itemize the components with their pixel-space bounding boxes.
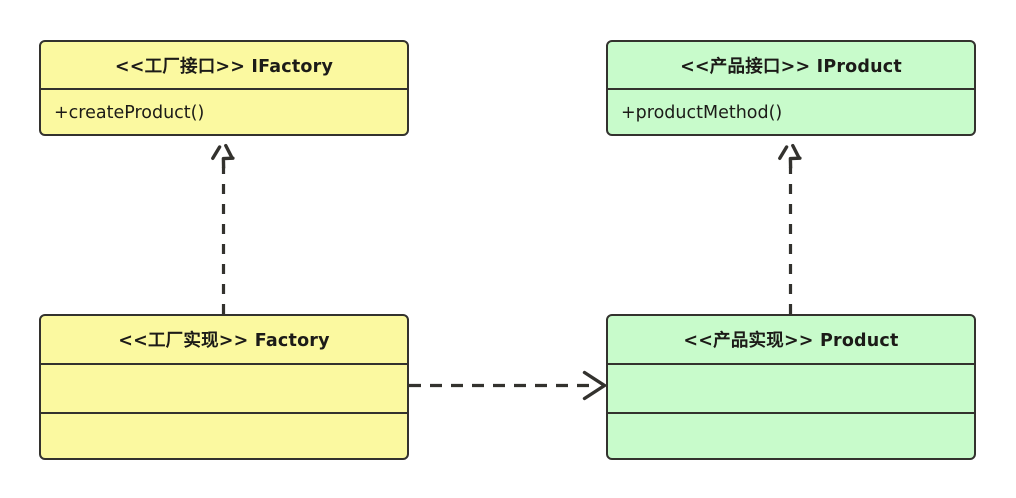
realization-factory-to-ifactory (211, 143, 235, 314)
hollow-triangle-arrowhead-left-edge (211, 145, 222, 160)
hollow-triangle-arrowhead-right-edge (791, 143, 801, 159)
hollow-triangle-arrowhead-left-edge (778, 145, 789, 160)
class-attributes-factory (41, 365, 407, 414)
class-box-product[interactable]: <<产品实现>> Product (606, 314, 976, 460)
class-box-ifactory[interactable]: <<工厂接口>> IFactory +createProduct() (39, 40, 409, 136)
class-title-factory: <<工厂实现>> Factory (41, 316, 407, 365)
dependency-factory-to-product (409, 370, 608, 401)
class-box-iproduct[interactable]: <<产品接口>> IProduct +productMethod() (606, 40, 976, 136)
class-operations-factory (41, 414, 407, 457)
class-box-factory[interactable]: <<工厂实现>> Factory (39, 314, 409, 460)
class-title-iproduct: <<产品接口>> IProduct (608, 42, 974, 90)
class-attributes-product (608, 365, 974, 414)
hollow-triangle-arrowhead (221, 156, 235, 170)
class-title-ifactory: <<工厂接口>> IFactory (41, 42, 407, 90)
hollow-triangle-arrowhead (788, 156, 802, 170)
class-member-iproduct-product-method: +productMethod() (621, 102, 783, 123)
open-arrowhead (582, 370, 608, 401)
class-title-product: <<产品实现>> Product (608, 316, 974, 365)
class-member-ifactory-create-product: +createProduct() (54, 102, 205, 123)
class-operations-product (608, 414, 974, 457)
hollow-triangle-arrowhead-right-edge (224, 143, 234, 159)
realization-product-to-iproduct (778, 143, 802, 314)
